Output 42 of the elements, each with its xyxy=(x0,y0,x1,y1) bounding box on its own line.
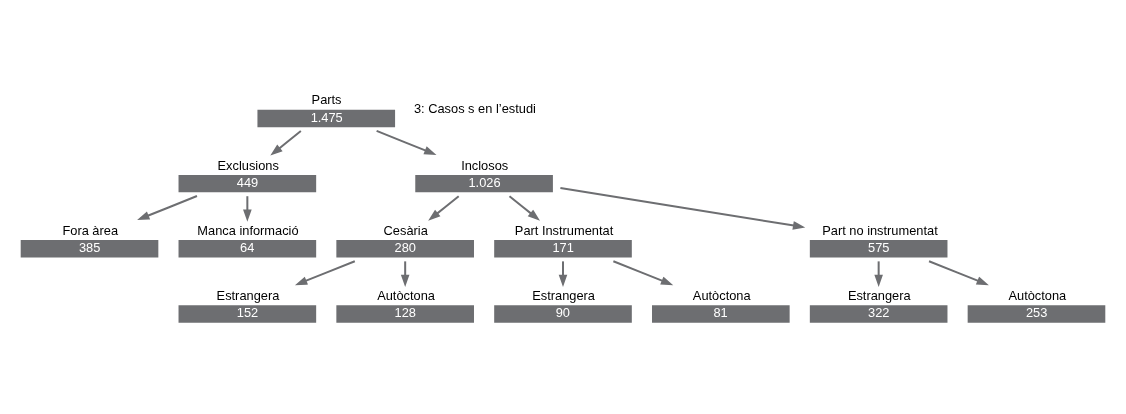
arrow xyxy=(428,194,460,221)
node-label: Autòctona xyxy=(1008,287,1067,303)
node-box: 322 xyxy=(809,304,948,323)
arrow xyxy=(294,259,356,285)
node-box: 64 xyxy=(178,239,317,257)
node-label: Autòctona xyxy=(377,287,435,303)
node-box: 253 xyxy=(967,304,1106,323)
node-box: 128 xyxy=(336,304,474,323)
node-label: Estrangera xyxy=(532,287,596,303)
arrow xyxy=(508,194,541,221)
node-label: Part Instrumentat xyxy=(514,222,614,238)
node-label: Autòctona xyxy=(692,287,751,303)
node-box: 90 xyxy=(494,304,632,323)
label: 3: Casos s en l’estudi xyxy=(413,100,536,116)
arrow xyxy=(376,129,437,155)
node-label: Inclosos xyxy=(461,157,509,173)
arrow xyxy=(928,259,989,285)
node-box: 81 xyxy=(652,304,790,323)
node-box: 280 xyxy=(336,239,474,257)
arrow xyxy=(137,194,198,220)
arrow xyxy=(560,186,806,230)
arrow xyxy=(270,129,302,156)
node-box: 385 xyxy=(20,239,159,257)
node-box: 449 xyxy=(178,174,317,192)
node-label: Manca informació xyxy=(197,222,299,238)
node-box: 171 xyxy=(494,239,632,257)
node-label: Part no instrumentat xyxy=(822,222,938,238)
node-label: Fora àrea xyxy=(62,222,119,238)
node-box: 152 xyxy=(178,304,317,323)
arrow xyxy=(613,259,674,285)
node-label: Exclusions xyxy=(217,157,279,173)
arrow xyxy=(243,195,252,222)
node-label: Estrangera xyxy=(847,287,911,303)
node-box: 575 xyxy=(809,239,948,257)
node-box: 1.026 xyxy=(415,174,553,192)
node-label: Cesària xyxy=(383,222,428,238)
arrow xyxy=(400,260,410,287)
arrow xyxy=(558,260,568,287)
node-label: Estrangera xyxy=(216,287,280,303)
arrow xyxy=(874,260,883,287)
node-label: Parts xyxy=(311,91,342,107)
node-box: 1.475 xyxy=(257,109,396,127)
